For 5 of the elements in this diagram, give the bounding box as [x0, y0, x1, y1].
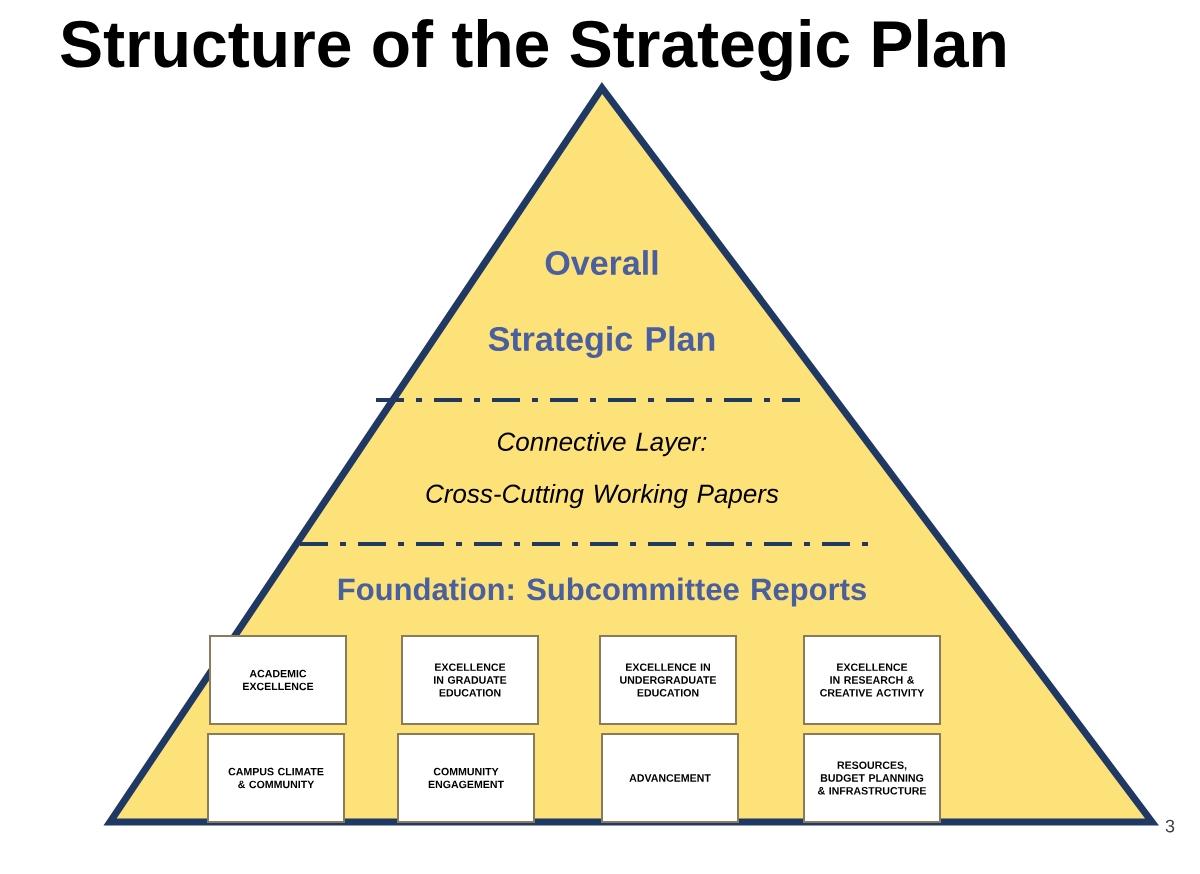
- foundation-heading: Foundation: Subcommittee Reports: [338, 577, 866, 607]
- page-number: 3: [1165, 819, 1175, 833]
- plan-heading: Overall Strategic Plan: [488, 250, 715, 358]
- layer-text: Connective Layer: Cross-Cutting Working Papers: [426, 431, 779, 509]
- title: Structure of the Strategic Plan: [61, 19, 1005, 81]
